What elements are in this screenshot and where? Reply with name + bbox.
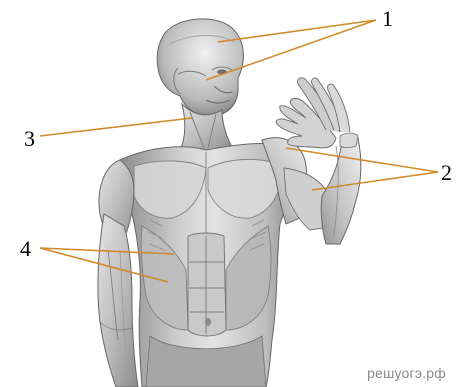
leader-line-1a [218,20,376,42]
label-3: 3 [24,126,35,151]
leader-line-2a [286,148,438,172]
left-arm [98,160,138,387]
label-1: 1 [382,6,393,31]
torso [119,143,291,387]
head [157,19,243,116]
label-2: 2 [441,160,452,185]
leader-line-3 [40,118,192,136]
watermark: решуогэ.рф [367,365,446,381]
label-4: 4 [20,236,31,261]
